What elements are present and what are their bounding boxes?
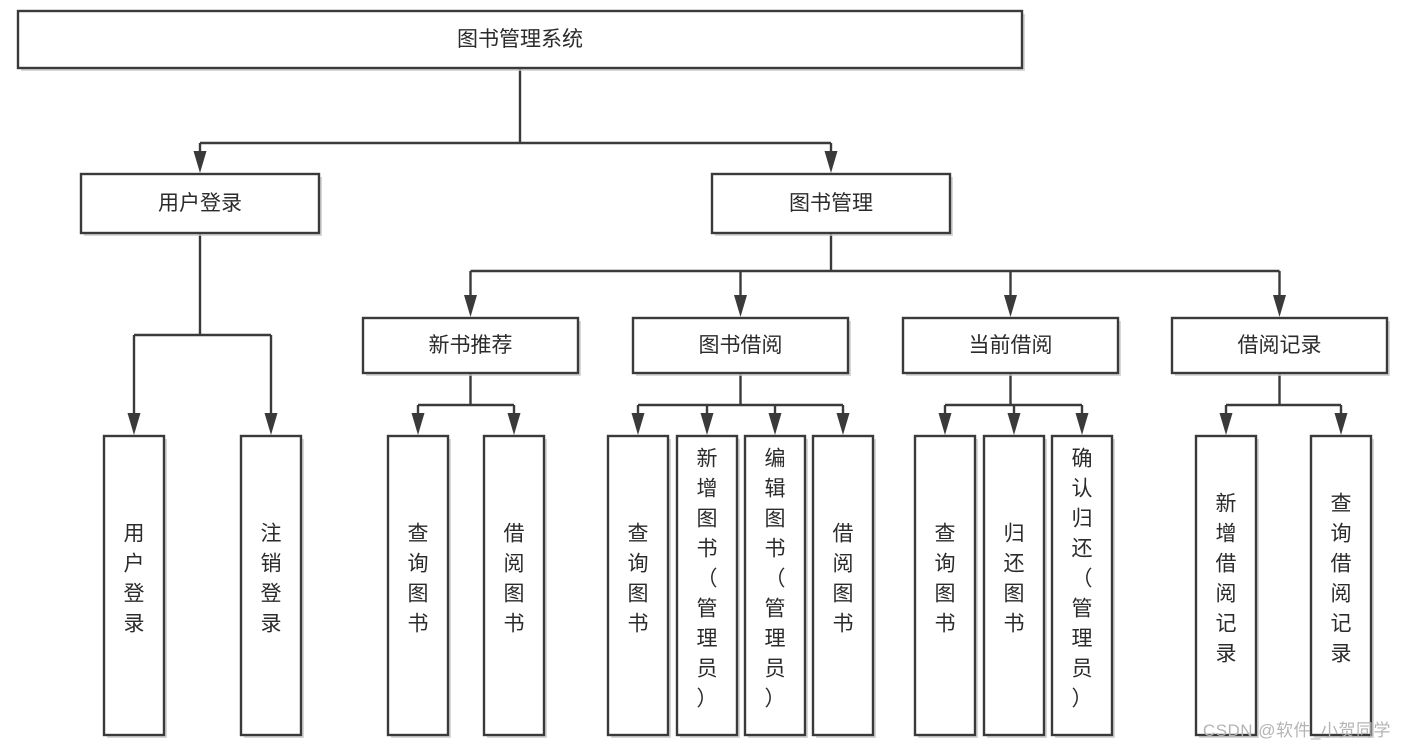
node-label: 图书管理 [789,192,873,215]
arrow-head-icon [1334,413,1348,435]
node-box[interactable] [386,434,450,737]
node-label: 图书借阅 [699,334,783,357]
node-box[interactable] [79,172,321,235]
node-label: 新增图书（管理员） [697,448,718,711]
arrow-head-icon [193,151,207,173]
node-leaf-borrow-books-recommend[interactable]: 借阅图书 [482,434,547,738]
node-leaf-user-login[interactable]: 用户登录 [102,434,167,738]
node-label: 借阅图书 [833,523,854,636]
node-label: 用户登录 [124,523,145,636]
arrow-head-icon [1273,295,1286,317]
arrow-head-icon [938,413,952,435]
node-leaf-add-book-admin[interactable]: 新增图书（管理员） [675,434,740,738]
connectors-layer [127,68,1348,435]
arrow-head-icon [1004,295,1017,317]
arrow-head-icon [700,413,714,435]
node-current-borrow[interactable]: 当前借阅 [901,316,1121,376]
node-label: 借阅图书 [504,523,525,636]
arrow-head-icon [127,413,141,435]
arrow-head-icon [768,413,782,435]
node-label: 归还图书 [1004,523,1025,636]
arrow-head-icon [1007,413,1021,435]
node-box[interactable] [710,172,952,235]
node-label: 新书推荐 [429,334,513,357]
node-label: 用户登录 [158,192,242,215]
node-borrow-record[interactable]: 借阅记录 [1170,316,1390,376]
connector-group-userlogin-to-leaves [127,233,278,435]
arrow-head-icon [824,151,838,173]
arrow-head-icon [631,413,645,435]
node-leaf-query-borrow-record[interactable]: 查询借阅记录 [1309,434,1374,738]
node-user-login[interactable]: 用户登录 [79,172,322,236]
node-box[interactable] [913,434,977,737]
node-label: 新增借阅记录 [1216,493,1237,666]
node-leaf-return-books[interactable]: 归还图书 [982,434,1047,738]
node-label: 查询图书 [935,523,956,636]
node-box[interactable] [982,434,1046,737]
node-label: 借阅记录 [1238,334,1322,357]
node-box[interactable] [1050,434,1114,737]
connector-group-current-to-leaves [938,373,1089,435]
node-book-borrow[interactable]: 图书借阅 [631,316,851,376]
arrow-head-icon [1075,413,1089,435]
connector-group-bookmgmt-to-level3 [464,233,1286,317]
node-leaf-query-books-current[interactable]: 查询图书 [913,434,978,738]
node-leaf-confirm-return-admin[interactable]: 确认归还（管理员） [1050,434,1115,738]
arrow-head-icon [464,295,477,317]
node-box[interactable] [16,9,1024,70]
watermark-label: CSDN @软件_小贺同学 [1202,721,1391,740]
arrow-head-icon [411,413,425,435]
node-label: 编辑图书（管理员） [765,448,786,711]
node-box[interactable] [1170,316,1389,375]
node-leaf-borrow-books-borrow[interactable]: 借阅图书 [811,434,876,738]
arrow-head-icon [264,413,278,435]
node-label: 查询图书 [628,523,649,636]
node-leaf-query-books-recommend[interactable]: 查询图书 [386,434,451,738]
node-label: 确认归还（管理员） [1072,448,1093,711]
node-box[interactable] [361,316,580,375]
node-box[interactable] [743,434,807,737]
node-box[interactable] [811,434,875,737]
node-label: 当前借阅 [969,334,1053,357]
node-root[interactable]: 图书管理系统 [16,9,1025,71]
node-box[interactable] [1309,434,1373,737]
node-box[interactable] [901,316,1120,375]
node-box[interactable] [239,434,303,737]
node-label: 注销登录 [261,523,282,636]
node-leaf-query-books-borrow[interactable]: 查询图书 [606,434,671,738]
connector-group-recommend-to-leaves [411,373,521,435]
node-leaf-edit-book-admin[interactable]: 编辑图书（管理员） [743,434,808,738]
node-box[interactable] [1194,434,1258,737]
node-label: 图书管理系统 [457,28,583,51]
arrow-head-icon [507,413,521,435]
arrow-head-icon [836,413,850,435]
node-leaf-logout[interactable]: 注销登录 [239,434,304,738]
node-label: 查询图书 [408,523,429,636]
connector-group-borrow-to-leaves [631,373,850,435]
node-new-book-recommend[interactable]: 新书推荐 [361,316,581,376]
node-box[interactable] [631,316,850,375]
arrow-head-icon [1219,413,1233,435]
node-box[interactable] [102,434,166,737]
node-book-management[interactable]: 图书管理 [710,172,953,236]
node-label: 查询借阅记录 [1331,493,1352,666]
node-box[interactable] [675,434,739,737]
arrow-head-icon [734,295,747,317]
nodes-layer: 图书管理系统用户登录图书管理新书推荐图书借阅当前借阅借阅记录用户登录注销登录查询… [16,9,1390,738]
connector-group-record-to-leaves [1219,373,1348,435]
node-box[interactable] [606,434,670,737]
node-box[interactable] [482,434,546,737]
node-leaf-add-borrow-record[interactable]: 新增借阅记录 [1194,434,1259,738]
connector-group-root-to-level2 [193,68,838,173]
